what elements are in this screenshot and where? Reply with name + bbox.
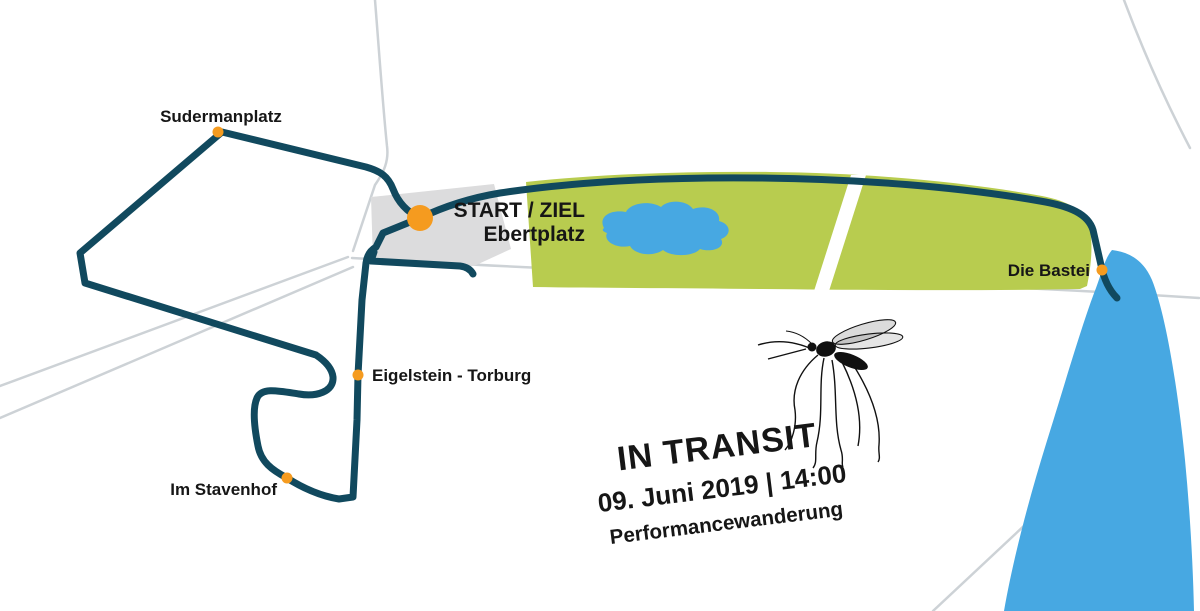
route-spur <box>367 248 477 278</box>
label-eigelstein-torburg: Eigelstein - Torburg <box>372 366 531 385</box>
park-area <box>526 171 1092 291</box>
label-die-bastei: Die Bastei <box>1008 261 1090 280</box>
street-diagonal-2 <box>0 265 355 420</box>
street-north-east <box>1122 0 1192 150</box>
mosquito-proboscis <box>767 348 807 360</box>
label-start-ziel: START / ZIEL <box>454 199 586 222</box>
route-west-loop <box>76 128 424 503</box>
marker-die-bastei <box>1096 264 1108 276</box>
park-path-gap <box>814 175 866 291</box>
label-im-stavenhof: Im Stavenhof <box>170 480 277 499</box>
route-markers <box>212 126 1108 484</box>
route-park-loop <box>416 174 1121 302</box>
label-ebertplatz: Ebertplatz <box>483 223 585 246</box>
street-diagonal-1 <box>0 255 350 388</box>
event-title-block: IN TRANSIT 09. Juni 2019 | 14:00 Perform… <box>596 416 848 549</box>
marker-sudermanplatz <box>212 126 224 138</box>
marker-eigelstein-torburg <box>352 369 364 381</box>
mosquito-wing-lower <box>834 332 904 350</box>
mosquito-icon <box>757 319 904 469</box>
marker-im-stavenhof <box>281 472 293 484</box>
walking-route <box>76 128 1121 503</box>
mosquito-head <box>807 342 817 352</box>
rhine-river <box>1004 250 1194 611</box>
map-labels: Sudermanplatz START / ZIEL Ebertplatz Ei… <box>160 107 1090 499</box>
mosquito-legs <box>757 340 881 469</box>
mosquito-thorax <box>816 341 836 357</box>
mosquito-antenna <box>785 330 813 345</box>
pond <box>602 201 729 256</box>
marker-start-ziel-ebertplatz <box>407 205 433 231</box>
label-sudermanplatz: Sudermanplatz <box>160 107 282 126</box>
